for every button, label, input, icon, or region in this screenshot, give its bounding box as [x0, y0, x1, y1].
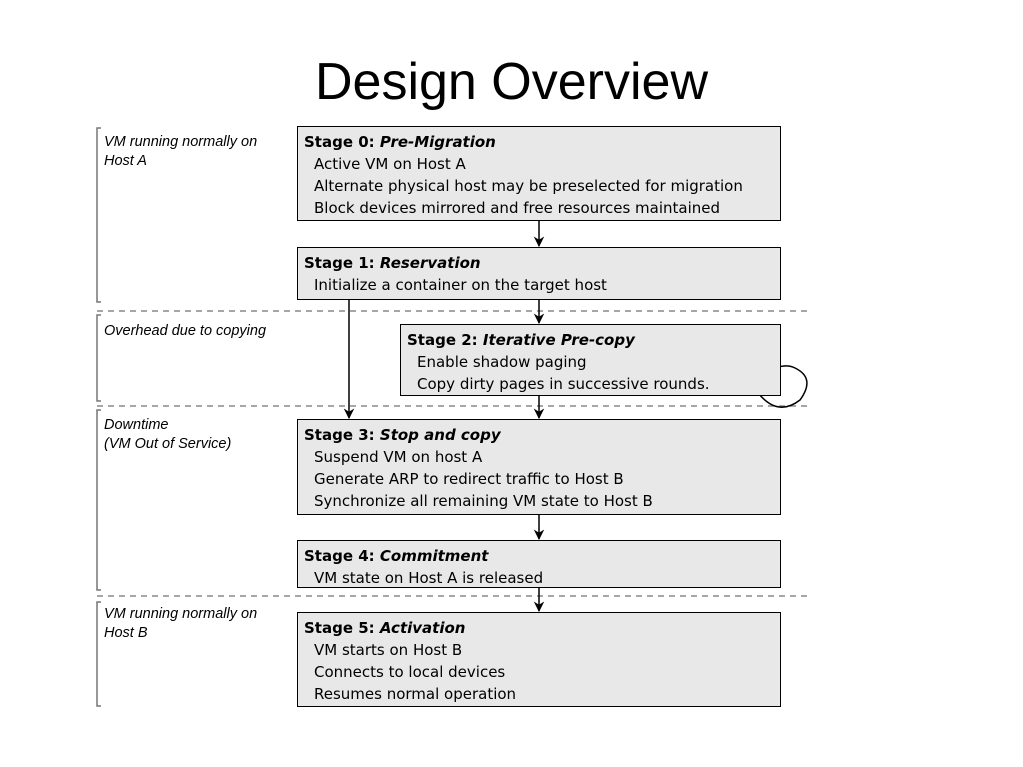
stage-name: Activation	[379, 619, 466, 637]
stage-1-box: Stage 1: Reservation Initialize a contai…	[297, 247, 781, 300]
stage-name: Reservation	[379, 254, 481, 272]
stage-name: Iterative Pre-copy	[482, 331, 635, 349]
stage-line: Active VM on Host A	[314, 155, 466, 173]
stage-prefix: Stage 2:	[407, 331, 478, 349]
stage-line: Copy dirty pages in successive rounds.	[417, 375, 710, 393]
phase-label-downtime: Downtime (VM Out of Service)	[104, 417, 232, 452]
phase-label-host-a: VM running normally on Host A	[104, 134, 258, 169]
stage-0-box: Stage 0: Pre-Migration Active VM on Host…	[297, 126, 781, 221]
stage-prefix: Stage 5:	[304, 619, 375, 637]
stage-prefix: Stage 1:	[304, 254, 375, 272]
stage-line: Synchronize all remaining VM state to Ho…	[314, 492, 653, 510]
stage-0-heading: Stage 0: Pre-Migration	[304, 131, 774, 153]
stage-prefix: Stage 0:	[304, 133, 375, 151]
stage-2-box: Stage 2: Iterative Pre-copy Enable shado…	[400, 324, 781, 396]
stage-line: Suspend VM on host A	[314, 448, 483, 466]
stage-4-heading: Stage 4: Commitment	[304, 545, 774, 567]
stage-line: Block devices mirrored and free resource…	[314, 199, 721, 217]
phase-label-host-b: VM running normally on Host B	[104, 606, 258, 641]
stage-line: Connects to local devices	[314, 663, 506, 681]
stage-3-box: Stage 3: Stop and copy Suspend VM on hos…	[297, 419, 781, 515]
stage-3-heading: Stage 3: Stop and copy	[304, 424, 774, 446]
stage-5-heading: Stage 5: Activation	[304, 617, 774, 639]
stage-4-box: Stage 4: Commitment VM state on Host A i…	[297, 540, 781, 588]
stage-line: VM starts on Host B	[314, 641, 463, 659]
stage-prefix: Stage 4:	[304, 547, 375, 565]
stage-line: Resumes normal operation	[314, 685, 517, 703]
stage-line: Initialize a container on the target hos…	[314, 276, 607, 294]
stage-line: Enable shadow paging	[417, 353, 587, 371]
slide-title: Design Overview	[314, 53, 709, 111]
stage-line: VM state on Host A is released	[314, 569, 544, 587]
stage-1-heading: Stage 1: Reservation	[304, 252, 774, 274]
stage-5-box: Stage 5: Activation VM starts on Host B …	[297, 612, 781, 707]
stage-name: Commitment	[379, 547, 489, 565]
arrow-stage2-loop	[758, 363, 808, 408]
stage-name: Pre-Migration	[379, 133, 496, 151]
phase-bracket	[96, 127, 101, 707]
stage-line: Alternate physical host may be preselect…	[314, 177, 743, 195]
phase-label-overhead: Overhead due to copying	[104, 323, 267, 339]
stage-2-heading: Stage 2: Iterative Pre-copy	[407, 329, 774, 351]
stage-line: Generate ARP to redirect traffic to Host…	[314, 470, 624, 488]
stage-prefix: Stage 3:	[304, 426, 375, 444]
stage-name: Stop and copy	[379, 426, 501, 444]
